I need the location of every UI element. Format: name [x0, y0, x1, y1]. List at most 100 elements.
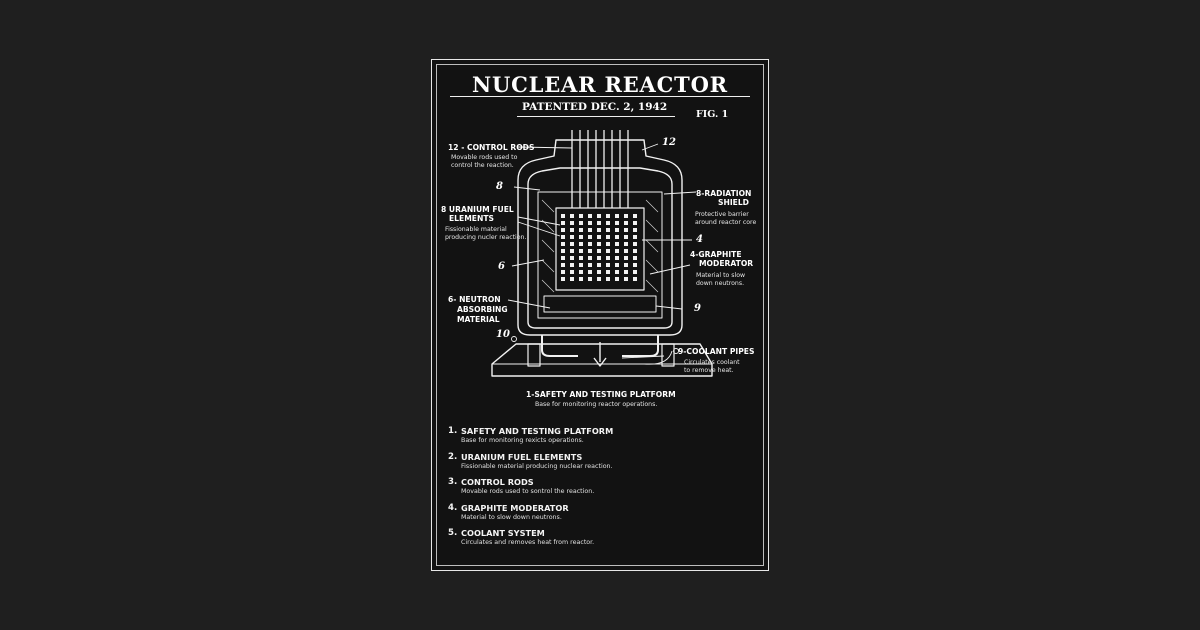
fuel-pellet: [588, 214, 592, 218]
fuel-pellet: [579, 221, 583, 225]
fuel-pellet: [597, 256, 601, 260]
callout-uranium-desc2: producing nucler reaction.: [445, 234, 527, 241]
fuel-pellet: [624, 277, 628, 281]
callout-uranium-desc1: Fissionable material: [445, 226, 507, 233]
fuel-pellet: [570, 242, 574, 246]
callout-graphite-title2: MODERATOR: [699, 259, 754, 268]
fuel-pellet: [570, 221, 574, 225]
fuel-pellet: [633, 256, 637, 260]
fuel-pellet: [561, 270, 565, 274]
fuel-pellet: [606, 263, 610, 267]
fuel-pellet: [561, 228, 565, 232]
fuel-pellet: [588, 270, 592, 274]
fuel-pellet: [570, 256, 574, 260]
fuel-pellet: [588, 235, 592, 239]
fuel-pellet: [624, 221, 628, 225]
fuel-pellet: [606, 214, 610, 218]
fuel-pellet: [606, 277, 610, 281]
fuel-pellet: [615, 249, 619, 253]
legend-number: 4.: [448, 502, 458, 513]
figure-label: FIG. 1: [696, 109, 729, 120]
callout-radiation-desc1: Protective barrier: [695, 211, 749, 218]
fuel-pellet: [579, 214, 583, 218]
fuel-pellet: [579, 242, 583, 246]
callout-control-rods-desc1: Movable rods used to: [451, 154, 518, 161]
control-rods: [571, 130, 629, 208]
legend-item: 4. GRAPHITE MODERATOR Material to slow d…: [448, 503, 748, 529]
legend-title: URANIUM FUEL ELEMENTS: [461, 451, 583, 462]
fuel-pellet: [633, 249, 637, 253]
fuel-pellet: [633, 263, 637, 267]
callout-platform-title: 1-SAFETY AND TESTING PLATFORM: [526, 390, 676, 399]
poster-subtitle: PATENTED DEC. 2, 1942: [522, 101, 668, 113]
fuel-pellet: [570, 214, 574, 218]
legend-item: 1. SAFETY AND TESTING PLATFORM Base for …: [448, 426, 748, 452]
reactor-core: [555, 207, 645, 291]
fuel-pellet: [561, 221, 565, 225]
legend-number: 2.: [448, 451, 458, 462]
fuel-pellet: [597, 235, 601, 239]
fuel-pellet: [633, 277, 637, 281]
inner-shield: [537, 191, 663, 319]
fuel-pellet: [624, 263, 628, 267]
legend-number: 3.: [448, 477, 458, 487]
fuel-pellet: [570, 263, 574, 267]
diagram-number-4: 4: [696, 234, 703, 245]
fuel-pellet: [579, 228, 583, 232]
diagram-number-9: 9: [694, 303, 701, 314]
callout-control-rods-title: 12 - CONTROL RODS: [448, 143, 535, 152]
fuel-pellet: [624, 270, 628, 274]
callout-coolant-desc1: Circulates coolant: [684, 359, 740, 366]
reactor-diagram: [491, 130, 713, 377]
fuel-pellet: [633, 214, 637, 218]
fuel-pellet: [615, 235, 619, 239]
fuel-pellet: [606, 221, 610, 225]
callout-uranium-title2: ELEMENTS: [449, 214, 494, 223]
fuel-pellet: [588, 228, 592, 232]
fuel-pellet: [624, 256, 628, 260]
fuel-pellet: [615, 214, 619, 218]
fuel-pellet: [579, 235, 583, 239]
fuel-pellet: [579, 263, 583, 267]
fuel-pellet: [561, 263, 565, 267]
neutron-absorber: [543, 295, 657, 313]
vessel-outline: [517, 139, 683, 336]
fuel-pellet: [624, 228, 628, 232]
fuel-pellet: [561, 277, 565, 281]
poster-inner-border: [436, 64, 764, 566]
fuel-pellet: [633, 235, 637, 239]
reactor-poster: NUCLEAR REACTOR PATENTED DEC. 2, 1942 FI…: [431, 59, 769, 571]
fuel-pellet: [606, 235, 610, 239]
legend-title: SAFETY AND TESTING PLATFORM: [461, 426, 614, 436]
fuel-pellet: [615, 256, 619, 260]
fuel-pellet: [561, 256, 565, 260]
legend-desc: Material to slow down neutrons.: [461, 513, 562, 521]
callout-radiation-title2: SHIELD: [718, 198, 749, 207]
fuel-pellet: [615, 270, 619, 274]
legend-desc: Base for monitoring rexicts operations.: [461, 437, 584, 444]
fuel-pellet: [561, 242, 565, 246]
callout-neutron-title1: 6- NEUTRON: [448, 295, 501, 304]
radiation-shield: [527, 167, 673, 329]
fuel-pellet: [588, 256, 592, 260]
fuel-pellet: [606, 249, 610, 253]
fuel-pellet: [597, 214, 601, 218]
legend-title: COOLANT SYSTEM: [461, 528, 545, 538]
callout-radiation-title1: 8-RADIATION: [696, 189, 752, 198]
support-leg-left: [527, 343, 541, 367]
legend-item: 3. CONTROL RODS Movable rods used to son…: [448, 477, 748, 503]
fuel-pellet: [615, 221, 619, 225]
fuel-pellet: [615, 277, 619, 281]
fuel-pellet: [624, 249, 628, 253]
leader-lines: [507, 143, 697, 365]
fuel-elements: [561, 214, 637, 281]
legend-desc: Circulates and removes heat from reactor…: [461, 539, 595, 546]
fuel-pellet: [570, 235, 574, 239]
legend-desc: Fissionable material producing nuclear r…: [461, 462, 613, 470]
fuel-pellet: [615, 242, 619, 246]
fuel-pellet: [606, 242, 610, 246]
fuel-pellet: [633, 228, 637, 232]
support-leg-right: [661, 343, 675, 367]
callout-uranium-title1: 8 URANIUM FUEL: [441, 205, 514, 214]
fuel-pellet: [570, 228, 574, 232]
